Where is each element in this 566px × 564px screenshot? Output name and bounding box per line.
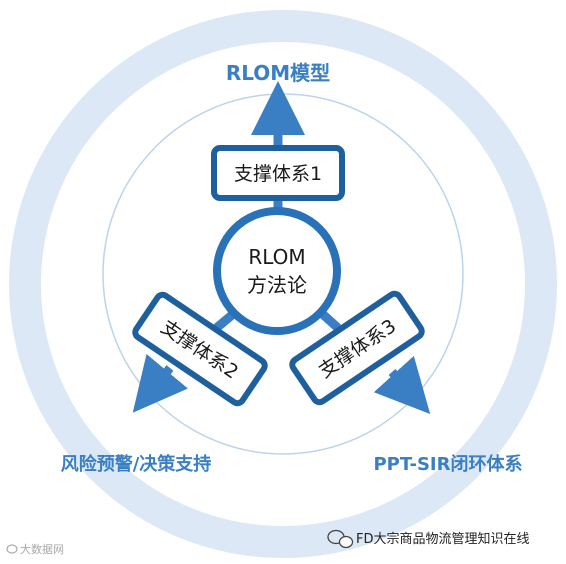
arrow-left [132, 353, 189, 413]
support-box-1-label: 支撑体系1 [234, 163, 322, 185]
arrow-right [373, 355, 431, 414]
weibo-icon [6, 544, 18, 554]
wechat-icon [327, 529, 354, 549]
center-circle [213, 207, 341, 335]
support-box-1 [211, 145, 345, 201]
watermark-right: FD大宗商品物流管理知识在线 [356, 531, 530, 547]
center-line1: RLOM [248, 245, 305, 269]
target-top-label: RLOM模型 [226, 61, 330, 85]
support-box-3 [289, 290, 425, 406]
watermark-left: 大数据网 [20, 542, 64, 556]
target-left-label: 风险预警/决策支持 [61, 453, 212, 475]
center-line2: 方法论 [247, 273, 307, 297]
target-right-label: PPT-SIR闭环体系 [373, 453, 522, 475]
support-box-2 [132, 291, 268, 407]
outer-ring [9, 10, 557, 558]
